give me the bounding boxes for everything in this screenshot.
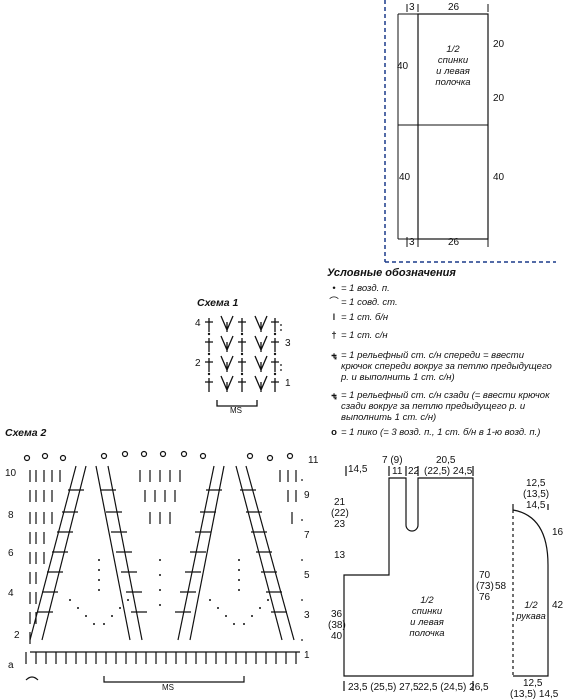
top-height-left-bottom: 40 xyxy=(399,172,411,183)
top-label-line-3: и левая xyxy=(436,66,470,77)
sleeve-bottom-1: 12,5 xyxy=(523,678,543,689)
back-top-1: 14,5 xyxy=(348,464,368,475)
top-height-right-lower: 20 xyxy=(493,93,505,104)
legend-text-picot: = 1 пико (= 3 возд. п., 1 ст. б/н в 1-ю … xyxy=(341,427,541,438)
legend-title: Условные обозначения xyxy=(327,267,456,279)
back-left-6: (38) xyxy=(328,620,346,631)
scheme-2-ms: MS xyxy=(162,683,174,692)
back-right-1: 70 xyxy=(479,570,491,581)
picot-icon: o xyxy=(331,427,337,438)
scheme-2-row-5: 5 xyxy=(304,570,310,581)
legend-text-chain: = 1 возд. п. xyxy=(341,283,390,294)
sleeve-pattern-label: 1/2 рукава xyxy=(515,600,547,622)
back-bottom-1: 23,5 (25,5) 27,5 xyxy=(348,682,419,693)
back-pattern-label: 1/2 спинки и левая полочка xyxy=(392,595,462,639)
sleeve-right-1: 16 xyxy=(552,527,564,538)
scheme-1-row-1: 1 xyxy=(285,378,291,389)
scheme-2-row-4: 4 xyxy=(8,588,14,599)
scheme-1-row-3: 3 xyxy=(285,338,291,349)
scheme-2-row-8: 8 xyxy=(8,510,14,521)
top-bottom-width-main: 26 xyxy=(448,237,460,248)
scheme-2-row-11: 11 xyxy=(308,455,319,466)
scheme-1-row-2: 2 xyxy=(195,358,201,369)
sleeve-label-line-2: рукава xyxy=(516,611,546,622)
top-pattern-label: 1/2 спинки и левая полочка xyxy=(420,44,486,88)
sleeve-top-2: (13,5) xyxy=(523,489,550,500)
scheme-2-row-10: 10 xyxy=(5,468,17,479)
scheme-1-ms: MS xyxy=(230,406,242,415)
chain-icon: • xyxy=(332,283,336,294)
back-label-line-3: и левая xyxy=(410,617,444,628)
legend-item-dc: † = 1 ст. с/н xyxy=(331,330,551,341)
back-left-7: 40 xyxy=(331,631,343,642)
scheme-2-row-2: 2 xyxy=(14,630,20,641)
top-height-right-bottom: 40 xyxy=(493,172,505,183)
back-left-3: 23 xyxy=(334,519,346,530)
back-label-line-1: 1/2 xyxy=(420,595,434,606)
scheme-2-row-1: 1 xyxy=(304,650,310,661)
sleeve-top-3: 14,5 xyxy=(526,500,546,511)
back-right-3: 76 xyxy=(479,592,491,603)
top-label-line-4: полочка xyxy=(435,77,471,88)
back-right-4: 58 xyxy=(495,581,507,592)
scheme-1-title: Схема 1 xyxy=(197,297,239,309)
legend-item-slip: ⌒ = 1 совд. ст. xyxy=(329,297,551,308)
scheme-1-row-4: 4 xyxy=(195,318,201,329)
back-top-3: 11 xyxy=(392,466,403,477)
front-post-dc-icon: ⨧ xyxy=(331,350,337,361)
top-height-right-upper: 20 xyxy=(493,39,505,50)
back-top-2: 7 (9) xyxy=(382,455,403,466)
scheme-2-row-9: 9 xyxy=(304,490,310,501)
sleeve-right-2: 42 xyxy=(552,600,564,611)
back-left-2: (22) xyxy=(331,508,349,519)
back-right-2: (73) xyxy=(476,581,494,592)
scheme-2-row-6: 6 xyxy=(8,548,14,559)
scheme-2-row-7: 7 xyxy=(304,530,310,541)
back-left-4: 13 xyxy=(334,550,346,561)
back-bottom-2: 22,5 (24,5) 26,5 xyxy=(418,682,489,693)
legend-item-bpdc: ⨧ = 1 рельефный ст. с/н сзади (= ввести … xyxy=(331,390,557,423)
back-top-5: 20,5 xyxy=(436,455,456,466)
sleeve-label-line-1: 1/2 xyxy=(524,600,538,611)
sleeve-top-1: 12,5 xyxy=(526,478,546,489)
scheme-2-title: Схема 2 xyxy=(5,427,47,439)
top-width-main: 26 xyxy=(448,2,460,13)
sleeve-bottom-2: (13,5) 14,5 xyxy=(510,689,559,700)
back-left-1: 21 xyxy=(334,497,346,508)
legend-item-picot: o = 1 пико (= 3 возд. п., 1 ст. б/н в 1-… xyxy=(331,427,557,438)
single-crochet-icon: ǀ xyxy=(332,312,336,323)
slip-stitch-icon: ⌒ xyxy=(329,297,339,308)
top-label-line-1: 1/2 xyxy=(446,44,460,55)
legend-text-dc: = 1 ст. с/н xyxy=(341,330,388,341)
back-top-6: (22,5) 24,5 xyxy=(424,466,473,477)
back-left-5: 36 xyxy=(331,609,343,620)
back-post-dc-icon: ⨧ xyxy=(331,390,337,401)
top-label-line-2: спинки xyxy=(437,55,469,66)
legend-item-sc: ǀ = 1 ст. б/н xyxy=(333,312,551,323)
scheme-2-row-3: 3 xyxy=(304,610,310,621)
legend-text-slip: = 1 совд. ст. xyxy=(341,297,398,308)
legend-text-fpdc: = 1 рельефный ст. с/н спереди = ввести к… xyxy=(341,350,552,383)
double-crochet-icon: † xyxy=(331,330,337,341)
legend-item-chain: • = 1 возд. п. xyxy=(332,283,551,294)
legend-text-bpdc: = 1 рельефный ст. с/н сзади (= ввести кр… xyxy=(341,390,550,423)
top-width-left: 3 xyxy=(409,2,415,13)
scheme-2-row-a: a xyxy=(8,660,14,671)
legend-text-sc: = 1 ст. б/н xyxy=(341,312,389,323)
legend-item-fpdc: ⨧ = 1 рельефный ст. с/н спереди = ввести… xyxy=(331,350,557,383)
top-bottom-width-left: 3 xyxy=(409,237,415,248)
back-label-line-4: полочка xyxy=(409,628,445,639)
back-top-4: 22 xyxy=(408,466,420,477)
top-height-left: 40 xyxy=(397,61,409,72)
back-label-line-2: спинки xyxy=(411,606,443,617)
